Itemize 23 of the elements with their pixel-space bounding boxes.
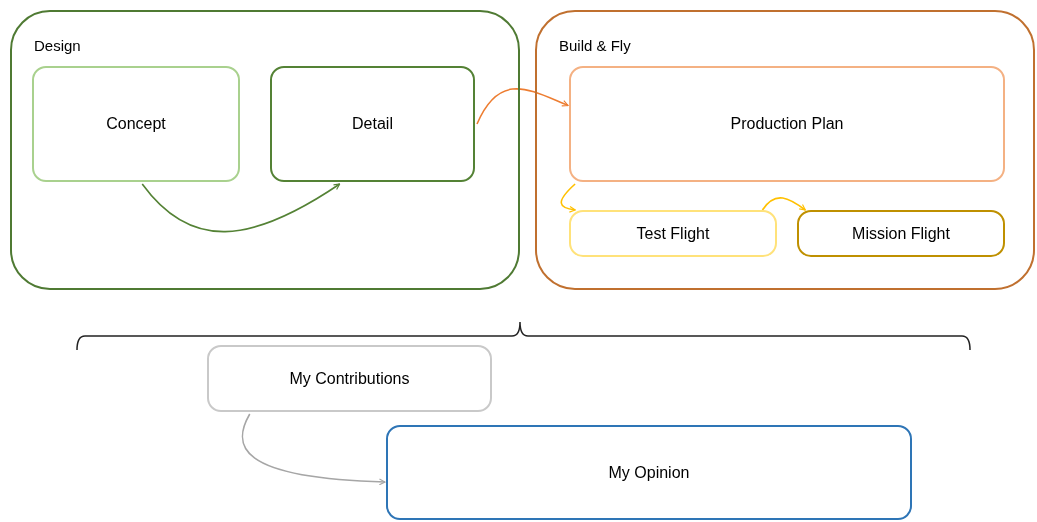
box-label: Detail: [352, 114, 393, 134]
box-label: My Contributions: [289, 368, 410, 389]
process-box: [569, 210, 777, 257]
box-label: Production Plan: [730, 114, 844, 134]
process-box: [270, 66, 475, 182]
group-box: [10, 10, 520, 290]
box-label: Concept: [106, 114, 166, 134]
group-heading: Design: [34, 38, 81, 53]
arrow: [761, 197, 807, 211]
group-heading: Build & Fly: [559, 38, 631, 53]
group-box: [535, 10, 1035, 290]
box-label: Test Flight: [636, 223, 710, 244]
process-box: [569, 66, 1005, 182]
box-label: Mission Flight: [852, 223, 950, 244]
arrow: [141, 183, 341, 233]
box-label: My Opinion: [608, 462, 690, 483]
arrow: [241, 413, 386, 486]
process-box: [797, 210, 1005, 257]
process-box: [32, 66, 240, 182]
process-box: [386, 425, 912, 520]
process-box: [207, 345, 492, 412]
arrow: [476, 88, 569, 125]
arrow: [560, 183, 577, 213]
